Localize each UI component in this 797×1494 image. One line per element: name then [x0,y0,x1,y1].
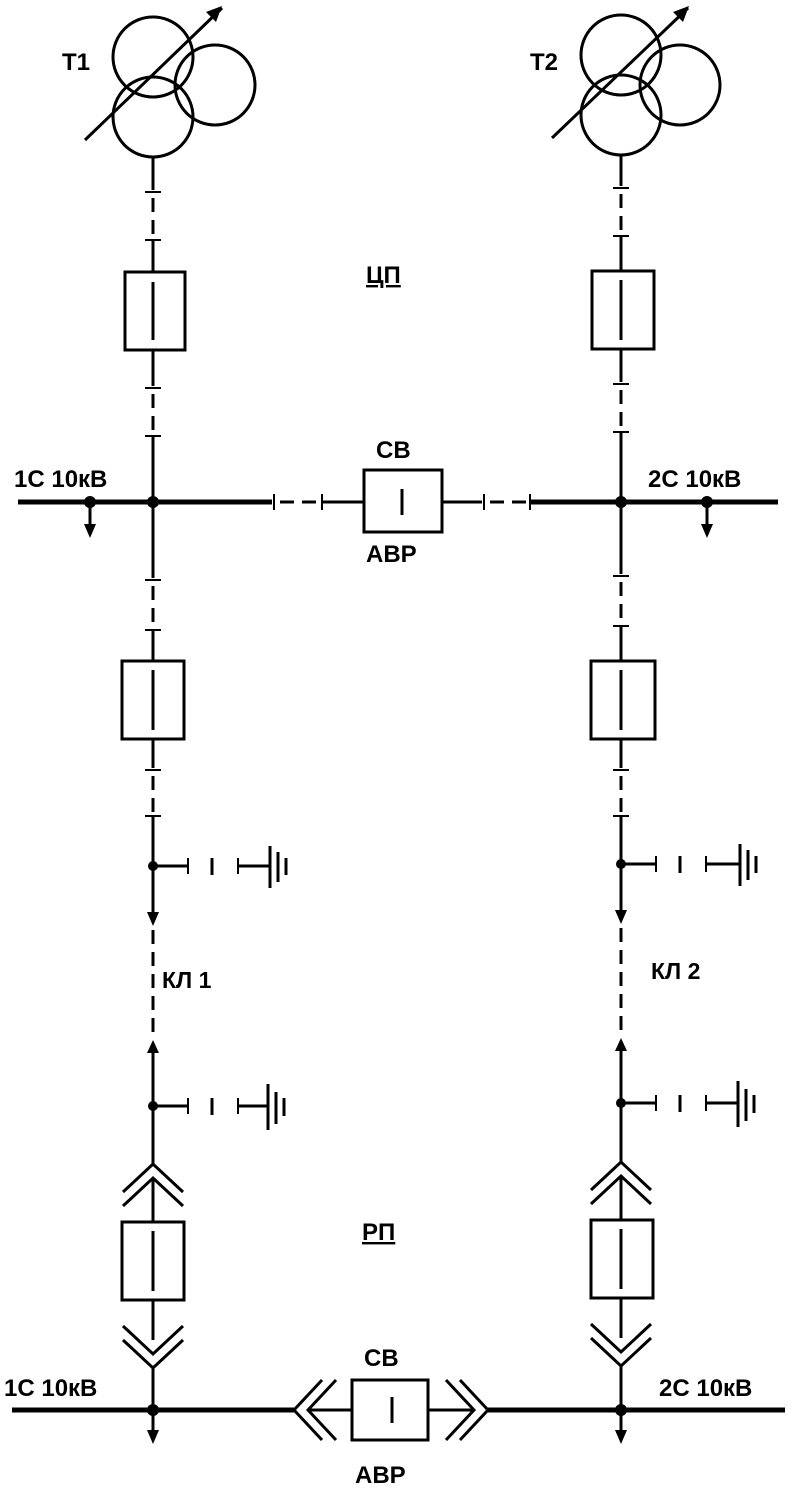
kl2-label: КЛ 2 [651,958,700,984]
sv-top-label: СВ [376,437,411,464]
breaker-feeder2-icon [589,659,657,741]
arrow-kl1-up-icon [147,1040,159,1053]
rp-label: РП [362,1219,395,1246]
ground-switch-1-icon [148,846,288,888]
bus1-bottom-label: 1С 10кВ [4,1375,97,1402]
cp-busbar: ЦП 1С 10кВ 2С 10кВ СВ АВР [14,262,778,568]
sv-bottom-label: СВ [364,1345,399,1372]
bus2-top-label: 2С 10кВ [648,466,741,493]
arrow-rp-2-icon [615,1430,627,1444]
arrow-bus2-top-icon [701,524,713,538]
transformer-t1-icon [83,6,257,159]
t1-label: Т1 [62,49,90,76]
arrow-kl2-up-icon [615,1038,627,1051]
ground-switch-4-icon [616,1081,756,1127]
left-feeder: Т1 [62,6,288,1444]
bus2-bottom-label: 2С 10кВ [659,1375,752,1402]
ground-switch-2-icon [148,1084,286,1130]
withdrawable-breaker-feeder1-icon [120,1161,186,1410]
avr-top-label: АВР [366,541,417,568]
breaker-t2-icon [590,269,656,351]
t2-label: Т2 [530,49,558,76]
right-feeder: Т2 [530,6,758,1444]
sectional-breaker-top-icon [362,468,444,534]
avr-bottom-label: АВР [355,1462,406,1489]
breaker-feeder1-icon [120,659,186,741]
transformer-t2-icon [550,6,722,157]
arrow-bus1-top-icon [84,524,96,538]
arrow-kl1-down-icon [147,912,159,926]
arrow-kl2-down-icon [615,910,627,924]
rp-busbar: РП 1С 10кВ 2С 10кВ СВ АВР [4,1219,785,1489]
arrow-rp-1-icon [147,1430,159,1444]
withdrawable-breaker-feeder2-icon [589,1159,655,1410]
sectional-breaker-bottom-icon [291,1378,491,1442]
cp-label: ЦП [366,262,401,289]
breaker-t1-icon [123,270,187,352]
bus1-top-label: 1С 10кВ [14,466,107,493]
kl1-label: КЛ 1 [162,967,212,993]
ground-switch-3-icon [616,844,758,886]
